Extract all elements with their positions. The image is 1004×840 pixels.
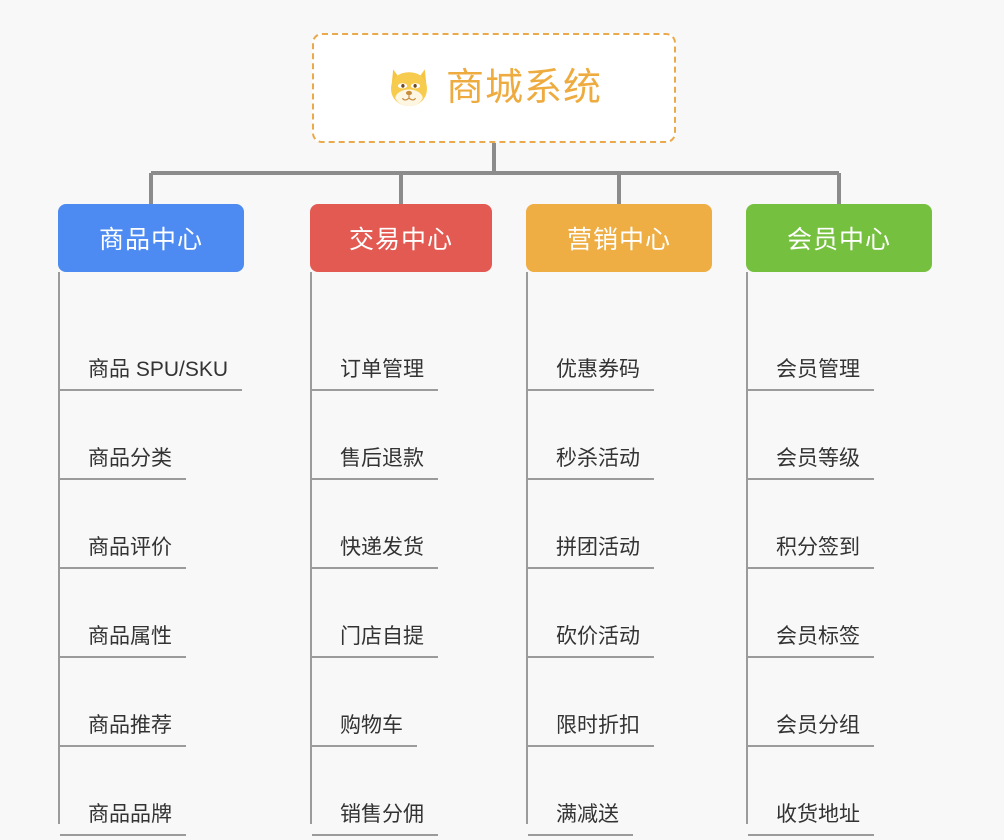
- leaf-item[interactable]: 商品品牌: [60, 747, 244, 836]
- leaf-label: 砍价活动: [528, 620, 654, 658]
- leaf-label: 售后退款: [312, 442, 438, 480]
- root-title: 商城系统: [445, 67, 602, 109]
- branch-items-product: 商品 SPU/SKU 商品分类 商品评价 商品属性 商品推荐 商品品牌: [58, 272, 244, 836]
- leaf-label: 会员标签: [748, 620, 874, 658]
- leaf-label: 限时折扣: [528, 709, 654, 747]
- leaf-label: 门店自提: [312, 620, 438, 658]
- branch-column-marketing: 营销中心 优惠券码 秒杀活动 拼团活动 砍价活动 限时折扣 满减送: [526, 204, 712, 836]
- leaf-label: 商品品牌: [60, 798, 186, 836]
- branch-columns: 商品中心 商品 SPU/SKU 商品分类 商品评价 商品属性 商品推荐 商品品牌…: [0, 204, 1004, 840]
- category-box-product[interactable]: 商品中心: [58, 204, 244, 272]
- leaf-item[interactable]: 订单管理: [312, 302, 492, 391]
- leaf-label: 会员等级: [748, 442, 874, 480]
- category-label: 交易中心: [348, 226, 453, 254]
- leaf-item[interactable]: 会员等级: [748, 391, 932, 480]
- leaf-label: 会员管理: [748, 353, 874, 391]
- branch-column-product: 商品中心 商品 SPU/SKU 商品分类 商品评价 商品属性 商品推荐 商品品牌: [58, 204, 244, 836]
- leaf-item[interactable]: 积分签到: [748, 480, 932, 569]
- leaf-label: 商品 SPU/SKU: [60, 353, 243, 391]
- branch-column-member: 会员中心 会员管理 会员等级 积分签到 会员标签 会员分组 收货地址: [746, 204, 932, 836]
- root-node[interactable]: 商城系统: [312, 33, 676, 143]
- category-box-trade[interactable]: 交易中心: [310, 204, 492, 272]
- category-box-marketing[interactable]: 营销中心: [526, 204, 712, 272]
- leaf-item[interactable]: 购物车: [312, 658, 492, 747]
- leaf-item[interactable]: 商品分类: [60, 391, 244, 480]
- leaf-item[interactable]: 秒杀活动: [528, 391, 712, 480]
- shiba-dog-face-icon: [391, 69, 427, 106]
- category-label: 商品中心: [98, 226, 203, 254]
- leaf-label: 商品分类: [60, 442, 186, 480]
- leaf-item[interactable]: 会员管理: [748, 302, 932, 391]
- category-label: 营销中心: [566, 226, 671, 254]
- leaf-label: 销售分佣: [312, 798, 438, 836]
- leaf-item[interactable]: 商品评价: [60, 480, 244, 569]
- leaf-label: 商品推荐: [60, 709, 186, 747]
- leaf-item[interactable]: 门店自提: [312, 569, 492, 658]
- leaf-item[interactable]: 销售分佣: [312, 747, 492, 836]
- leaf-item[interactable]: 售后退款: [312, 391, 492, 480]
- leaf-item[interactable]: 会员标签: [748, 569, 932, 658]
- leaf-label: 积分签到: [748, 531, 874, 569]
- leaf-label: 满减送: [528, 798, 633, 836]
- leaf-label: 商品属性: [60, 620, 186, 658]
- leaf-item[interactable]: 会员分组: [748, 658, 932, 747]
- leaf-item[interactable]: 商品 SPU/SKU: [60, 302, 244, 391]
- leaf-label: 优惠券码: [528, 353, 654, 391]
- leaf-item[interactable]: 收货地址: [748, 747, 932, 836]
- branch-items-member: 会员管理 会员等级 积分签到 会员标签 会员分组 收货地址: [746, 272, 932, 836]
- branch-items-trade: 订单管理 售后退款 快递发货 门店自提 购物车 销售分佣: [310, 272, 492, 836]
- leaf-label: 商品评价: [60, 531, 186, 569]
- category-label: 会员中心: [786, 226, 891, 254]
- leaf-item[interactable]: 拼团活动: [528, 480, 712, 569]
- leaf-item[interactable]: 商品推荐: [60, 658, 244, 747]
- leaf-label: 购物车: [312, 709, 417, 747]
- leaf-label: 快递发货: [312, 531, 438, 569]
- leaf-label: 订单管理: [312, 353, 438, 391]
- leaf-item[interactable]: 商品属性: [60, 569, 244, 658]
- leaf-label: 收货地址: [748, 798, 874, 836]
- branch-items-marketing: 优惠券码 秒杀活动 拼团活动 砍价活动 限时折扣 满减送: [526, 272, 712, 836]
- category-box-member[interactable]: 会员中心: [746, 204, 932, 272]
- leaf-label: 会员分组: [748, 709, 874, 747]
- leaf-item[interactable]: 快递发货: [312, 480, 492, 569]
- leaf-item[interactable]: 限时折扣: [528, 658, 712, 747]
- leaf-item[interactable]: 砍价活动: [528, 569, 712, 658]
- leaf-label: 秒杀活动: [528, 442, 654, 480]
- leaf-label: 拼团活动: [528, 531, 654, 569]
- leaf-item[interactable]: 满减送: [528, 747, 712, 836]
- leaf-item[interactable]: 优惠券码: [528, 302, 712, 391]
- branch-column-trade: 交易中心 订单管理 售后退款 快递发货 门店自提 购物车 销售分佣: [310, 204, 492, 836]
